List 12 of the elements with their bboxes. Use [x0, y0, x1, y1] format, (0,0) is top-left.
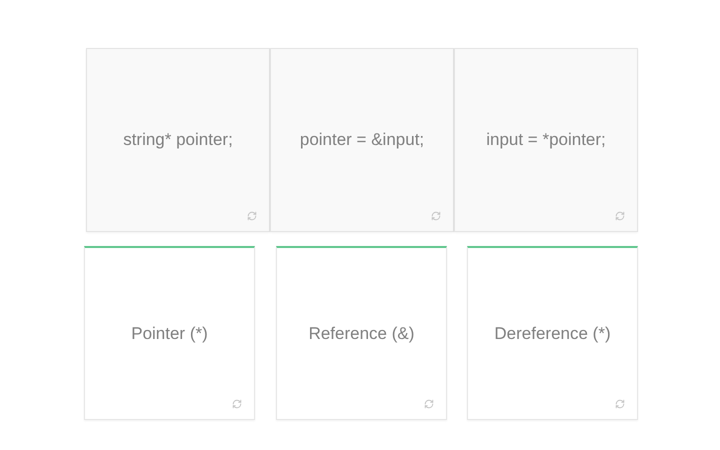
flashcard	[84, 246, 255, 420]
card-text: Reference (&)	[308, 322, 414, 344]
card-text: pointer = &input;	[300, 129, 424, 151]
flashcard	[270, 48, 454, 232]
card-text: input = *pointer;	[486, 129, 606, 151]
flashcard	[454, 48, 638, 232]
flashcard	[86, 48, 270, 232]
card-text: string* pointer;	[123, 129, 233, 151]
card-text: Pointer (*)	[131, 322, 208, 344]
card-text: Dereference (*)	[494, 322, 611, 344]
flashcard	[276, 246, 447, 420]
flashcard	[467, 246, 638, 420]
